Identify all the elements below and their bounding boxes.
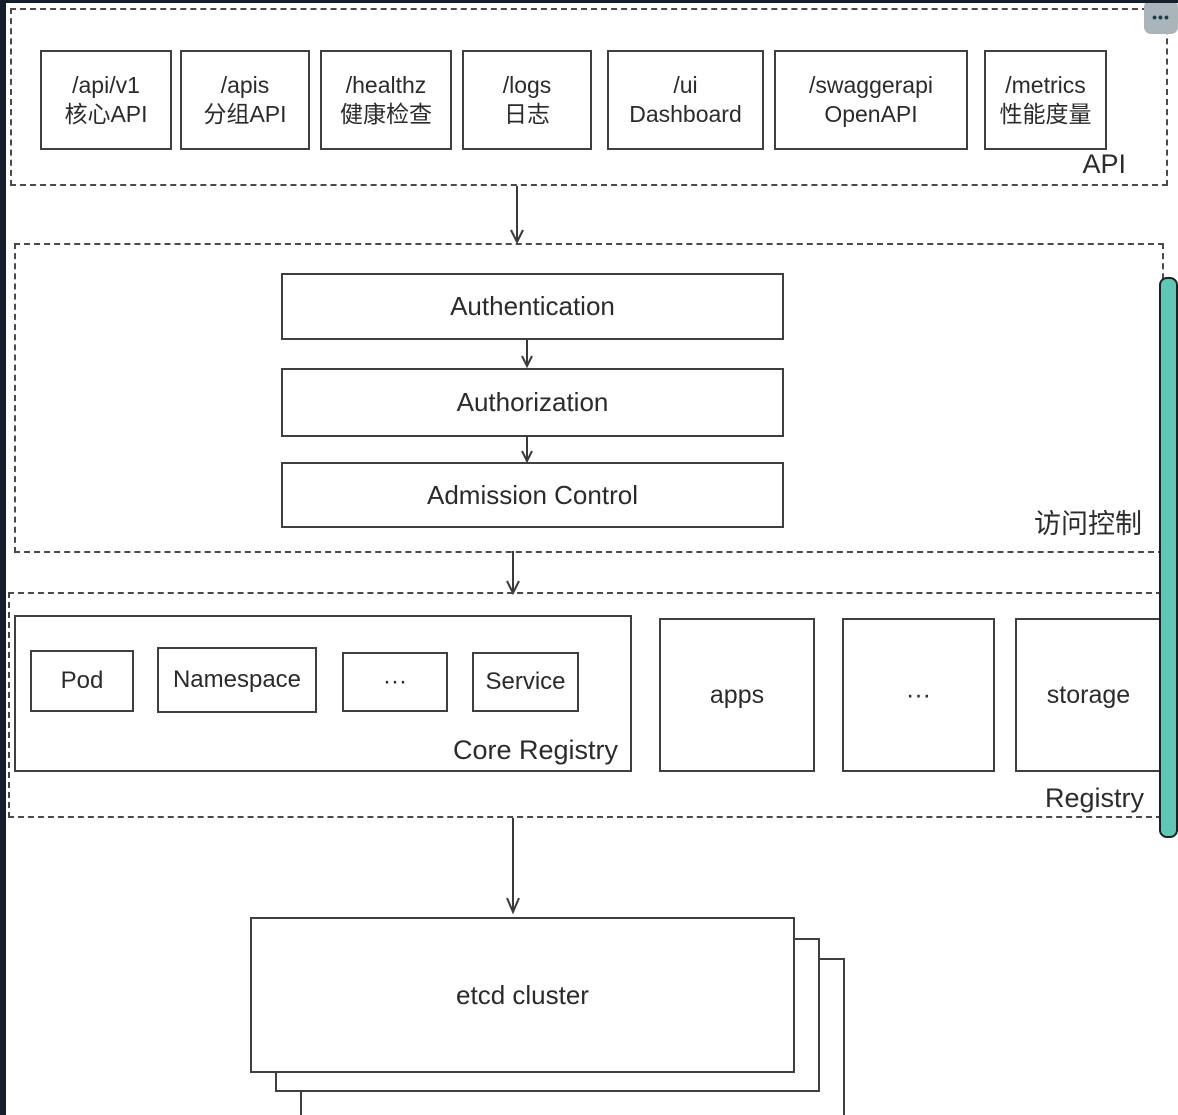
endpoint-desc: 健康检查 — [340, 101, 432, 127]
group-label: storage — [1046, 680, 1131, 709]
apps-box: apps — [659, 618, 815, 772]
flow-arrow-api-to-access-control — [510, 186, 524, 245]
endpoint-desc: 日志 — [504, 101, 550, 127]
endpoint-desc: Dashboard — [629, 101, 742, 127]
ellipsis-icon: ••• — [1152, 9, 1170, 25]
ellipsis-icon: ··· — [383, 668, 407, 695]
endpoint-desc: OpenAPI — [824, 101, 918, 127]
endpoint-path: /ui — [673, 71, 698, 98]
etcd-cluster-stack: etcd cluster — [250, 917, 845, 1115]
step-label: Authorization — [456, 387, 609, 417]
endpoint-path: /swaggerapi — [808, 71, 934, 98]
etcd-label: etcd cluster — [456, 979, 589, 1010]
ellipsis-icon: ··· — [906, 680, 931, 709]
endpoint-swaggerapi: /swaggerapi OpenAPI — [774, 50, 968, 150]
service-box: Service — [472, 652, 579, 712]
core-item-label: Service — [485, 668, 566, 695]
access-control-section-label: 访问控制 — [1034, 509, 1142, 539]
pod-box: Pod — [30, 650, 134, 712]
endpoint-apis: /apis 分组API — [180, 50, 310, 150]
screen-edge-left — [0, 0, 6, 1115]
endpoint-metrics: /metrics 性能度量 — [984, 50, 1107, 150]
authorization-box: Authorization — [281, 368, 784, 437]
api-section-label: API — [1082, 149, 1126, 179]
registry-section: Pod Namespace ··· Service Core Registry … — [8, 592, 1162, 818]
endpoint-desc: 核心API — [64, 101, 148, 127]
endpoint-path: /healthz — [345, 71, 427, 98]
core-registry-label: Core Registry — [452, 735, 618, 765]
authentication-box: Authentication — [281, 273, 784, 340]
more-options-button[interactable]: ••• — [1144, 0, 1178, 34]
endpoint-healthz: /healthz 健康检查 — [320, 50, 452, 150]
access-control-section: Authentication Authorization Admission C… — [14, 243, 1164, 553]
step-label: Admission Control — [427, 479, 638, 510]
core-item-label: Namespace — [172, 666, 302, 693]
registry-ellipsis-box: ··· — [842, 618, 995, 772]
flow-arrow-authz-to-admission — [521, 436, 533, 464]
endpoint-desc: 分组API — [203, 101, 287, 127]
endpoint-path: /logs — [502, 71, 552, 98]
flow-arrow-registry-to-etcd — [506, 818, 520, 915]
etcd-box-front: etcd cluster — [250, 917, 795, 1073]
storage-box: storage — [1015, 618, 1162, 772]
flow-arrow-access-control-to-registry — [506, 551, 520, 596]
endpoint-api-v1: /api/v1 核心API — [40, 50, 172, 150]
screen-edge-top — [0, 0, 1178, 3]
group-label: apps — [709, 680, 765, 709]
endpoint-path: /api/v1 — [72, 71, 140, 98]
admission-control-box: Admission Control — [281, 462, 784, 528]
step-label: Authentication — [450, 291, 615, 321]
endpoint-path: /metrics — [1005, 71, 1086, 98]
namespace-box: Namespace — [157, 647, 317, 713]
registry-section-label: Registry — [1044, 783, 1144, 813]
scrollbar-thumb[interactable] — [1159, 277, 1178, 838]
core-ellipsis-box: ··· — [342, 652, 448, 712]
endpoint-logs: /logs 日志 — [462, 50, 592, 150]
endpoint-path: /apis — [220, 71, 270, 98]
endpoint-ui: /ui Dashboard — [607, 50, 764, 150]
flow-arrow-authn-to-authz — [521, 340, 533, 369]
api-section: /api/v1 核心API /apis 分组API /healthz 健康检查 … — [10, 8, 1168, 186]
endpoint-desc: 性能度量 — [999, 101, 1092, 127]
core-registry-box: Pod Namespace ··· Service Core Registry — [14, 615, 632, 772]
core-item-label: Pod — [60, 667, 104, 694]
